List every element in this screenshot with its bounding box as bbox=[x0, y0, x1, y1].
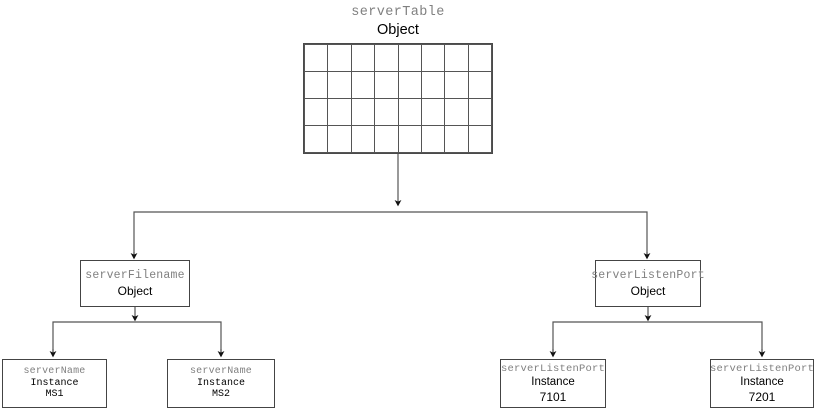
root-node-key: serverTable bbox=[351, 5, 445, 20]
table-cell bbox=[374, 71, 399, 99]
table-cell bbox=[303, 44, 329, 72]
node-value: MS1 bbox=[45, 389, 64, 401]
node-key: serverListenPort bbox=[709, 362, 815, 375]
table-cell bbox=[467, 98, 493, 126]
table-cell bbox=[327, 98, 352, 126]
table-row bbox=[303, 71, 493, 99]
table-row bbox=[303, 98, 493, 126]
node-serverlistenport-7201: serverListenPort Instance 7201 bbox=[710, 359, 814, 408]
table-cell bbox=[303, 71, 329, 99]
table-cell bbox=[374, 44, 399, 72]
table-cell bbox=[420, 44, 446, 72]
node-servername-ms2: serverName Instance MS2 bbox=[167, 359, 275, 408]
table-cell bbox=[444, 125, 469, 153]
root-node-label: serverTable Object bbox=[258, 5, 538, 38]
table-cell bbox=[420, 125, 446, 153]
node-key: serverListenPort bbox=[500, 362, 606, 375]
table-cell bbox=[467, 44, 493, 72]
table-cell bbox=[327, 44, 352, 72]
node-kind: Instance bbox=[30, 377, 79, 389]
edge-split-bar-top bbox=[133, 211, 648, 258]
edge-split-bar-left bbox=[52, 321, 222, 355]
table-cell bbox=[374, 125, 399, 153]
table-body bbox=[303, 44, 493, 153]
node-key: serverName bbox=[189, 365, 252, 377]
table-cell bbox=[327, 125, 352, 153]
node-serverlistenport: serverListenPort Object bbox=[591, 260, 705, 307]
node-key: serverListenPort bbox=[591, 269, 705, 283]
node-value: MS2 bbox=[211, 389, 230, 401]
table-cell bbox=[350, 71, 376, 99]
root-node-kind: Object bbox=[377, 22, 419, 38]
node-key: serverFilename bbox=[85, 269, 185, 283]
table-cell bbox=[350, 125, 376, 153]
node-kind: Object bbox=[630, 283, 666, 298]
table-cell bbox=[374, 98, 399, 126]
table-cell bbox=[303, 125, 329, 153]
table-cell bbox=[350, 44, 376, 72]
node-kind: Instance bbox=[196, 377, 245, 389]
table-grid bbox=[303, 44, 493, 153]
table-cell bbox=[397, 98, 422, 126]
table-cell bbox=[420, 71, 446, 99]
node-kind: Instance bbox=[740, 376, 784, 389]
edge-split-bar-right bbox=[552, 321, 763, 355]
node-kind: Object bbox=[117, 283, 153, 298]
node-key: serverName bbox=[23, 365, 86, 377]
table-row bbox=[303, 44, 493, 72]
table-cell bbox=[303, 98, 329, 126]
node-serverfilename: serverFilename Object bbox=[80, 260, 190, 307]
table-cell bbox=[467, 71, 493, 99]
node-value: 7201 bbox=[748, 389, 776, 404]
node-value: 7101 bbox=[539, 389, 567, 404]
table-cell bbox=[397, 125, 422, 153]
table-cell bbox=[327, 71, 352, 99]
node-serverlistenport-7101: serverListenPort Instance 7101 bbox=[500, 359, 606, 408]
table-cell bbox=[420, 98, 446, 126]
table-cell bbox=[467, 125, 493, 153]
table-cell bbox=[444, 44, 469, 72]
node-kind: Instance bbox=[531, 376, 575, 389]
table-cell bbox=[444, 98, 469, 126]
table-cell bbox=[350, 98, 376, 126]
table-cell bbox=[397, 71, 422, 99]
table-cell bbox=[397, 44, 422, 72]
root-table-grid bbox=[303, 43, 493, 154]
table-row bbox=[303, 125, 493, 153]
node-servername-ms1: serverName Instance MS1 bbox=[2, 359, 107, 408]
table-cell bbox=[444, 71, 469, 99]
